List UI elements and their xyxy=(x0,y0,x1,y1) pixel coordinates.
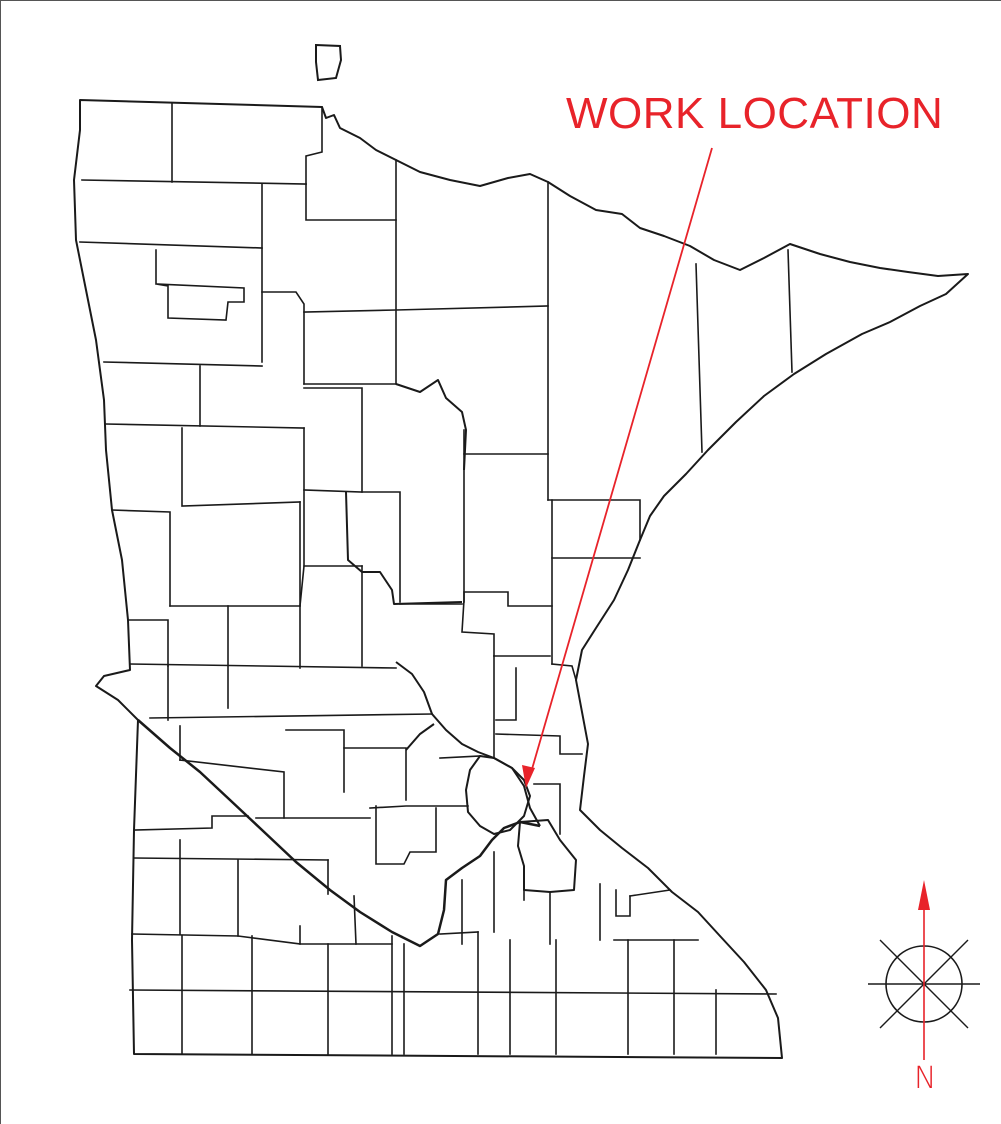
work-location-label: WORK LOCATION xyxy=(566,89,944,138)
upper-mississippi-boundary xyxy=(395,379,467,471)
north-arrow-icon xyxy=(918,880,930,910)
callout-leader xyxy=(522,147,713,788)
compass-rose xyxy=(868,880,980,1060)
metro-outline xyxy=(465,755,531,835)
northwest-angle-outline xyxy=(315,43,343,82)
crow-wing-boundary xyxy=(345,491,463,605)
dakota-outline xyxy=(517,819,577,893)
minnesota-river-boundary xyxy=(137,719,541,948)
redwood-river-boundary xyxy=(405,723,435,751)
state-outline xyxy=(73,99,969,1059)
county-boundaries xyxy=(79,103,793,1055)
mississippi-river-boundary xyxy=(395,661,541,827)
north-label: N xyxy=(914,1061,937,1096)
